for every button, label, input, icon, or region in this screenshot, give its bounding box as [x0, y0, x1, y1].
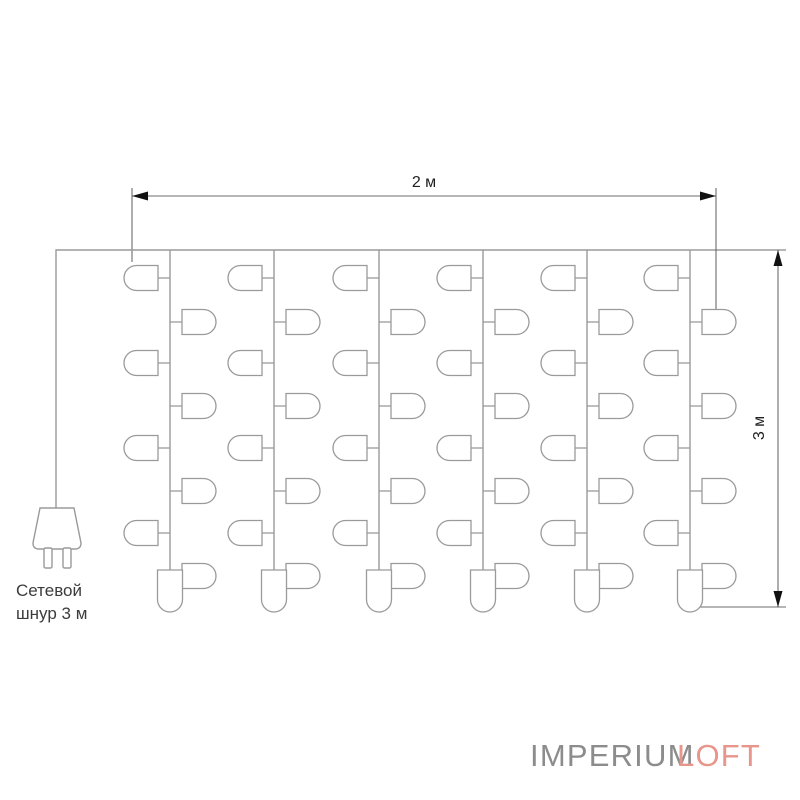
lamp-bulb-icon	[285, 477, 321, 505]
lamp-bulb-icon	[598, 308, 634, 336]
lamp-bulb-icon-bottom	[156, 569, 184, 613]
cord-label-line-1: Сетевой	[16, 581, 82, 600]
main-wire-group	[55, 249, 690, 540]
lamp-bulb-icon-bottom	[676, 569, 704, 613]
dimension-arrow-icon-bottom	[773, 591, 783, 607]
lamp-bulb-icon	[436, 349, 472, 377]
lamp-bulb-icon	[332, 264, 368, 292]
lamp-bulb-icon	[540, 434, 576, 462]
lamp-bulb-icon	[181, 392, 217, 420]
lamp-bulb-icon	[332, 434, 368, 462]
lamp-bulb-icon-bottom	[573, 569, 601, 613]
lamp-bulb-icon	[227, 264, 263, 292]
lamp-bulb-icon	[643, 434, 679, 462]
lamp-bulb-icon	[390, 562, 426, 590]
lamp-bulb-icon	[181, 308, 217, 336]
brand-logo: IMPERIUM LOFT	[530, 738, 761, 773]
dimension-arrow-icon-top	[773, 250, 783, 266]
lamp-bulb-icon	[285, 308, 321, 336]
logo-text-imperium: IMPERIUM	[530, 738, 695, 773]
lamp-bulb-icon	[598, 562, 634, 590]
lamp-bulb-icon	[643, 264, 679, 292]
light-strand	[332, 250, 426, 613]
lamp-bulb-icon	[598, 392, 634, 420]
lamp-bulb-icon	[643, 349, 679, 377]
lamp-bulb-icon-bottom	[469, 569, 497, 613]
lamp-bulb-icon	[701, 477, 737, 505]
lamp-bulb-icon-bottom	[260, 569, 288, 613]
lamp-bulb-icon	[598, 477, 634, 505]
lamp-bulb-icon	[123, 264, 159, 292]
lamp-bulb-icon	[181, 477, 217, 505]
light-strand	[436, 250, 530, 613]
lamp-bulb-icon	[494, 392, 530, 420]
lamp-bulb-icon	[540, 519, 576, 547]
cord-label-line-2: шнур 3 м	[16, 604, 87, 623]
light-strand	[540, 250, 634, 613]
plug-body	[32, 507, 82, 550]
lamp-bulb-icon	[390, 308, 426, 336]
lamp-bulb-icon	[436, 519, 472, 547]
lamp-bulb-icon	[285, 562, 321, 590]
lamp-bulb-icon	[123, 434, 159, 462]
width-dimension-group: 2 м	[131, 174, 717, 320]
lamp-bulb-icon	[285, 392, 321, 420]
light-strand	[123, 250, 217, 613]
lamp-bulb-icon	[540, 264, 576, 292]
light-strand	[227, 250, 321, 613]
plug-pin-right	[62, 547, 72, 569]
plug-pin-left	[43, 547, 53, 569]
main-supply-wire	[55, 249, 690, 540]
lamp-bulb-icon	[332, 519, 368, 547]
lamp-bulb-icon	[701, 392, 737, 420]
width-dimension-label: 2 м	[412, 174, 436, 191]
lamp-bulb-icon	[436, 264, 472, 292]
lamp-bulb-icon	[540, 349, 576, 377]
lamp-bulb-icon	[227, 349, 263, 377]
lamp-bulb-icon	[123, 519, 159, 547]
lamp-bulb-icon	[390, 477, 426, 505]
cord-label-group: Сетевой шнур 3 м	[16, 581, 87, 623]
lamp-bulb-icon	[701, 562, 737, 590]
lamp-bulb-icon	[494, 308, 530, 336]
light-strand	[643, 250, 737, 613]
lamp-bulb-icon	[643, 519, 679, 547]
lamp-bulb-icon	[227, 519, 263, 547]
lamp-bulb-icon	[494, 562, 530, 590]
lamp-bulb-icon	[227, 434, 263, 462]
lamp-bulb-icon	[123, 349, 159, 377]
dimension-arrow-icon-left	[132, 191, 148, 201]
lamp-bulb-icon-bottom	[365, 569, 393, 613]
lamp-bulb-icon	[181, 562, 217, 590]
power-plug-icon	[32, 507, 82, 569]
lamp-bulb-icon	[701, 308, 737, 336]
logo-text-loft: LOFT	[677, 738, 761, 773]
lamp-bulb-icon	[494, 477, 530, 505]
height-dimension-label: 3 м	[751, 416, 768, 440]
lamp-bulb-icon	[436, 434, 472, 462]
dimension-arrow-icon-right	[700, 191, 716, 201]
height-dimension-group: 3 м	[690, 249, 786, 608]
strand-collection	[123, 250, 737, 613]
lamp-bulb-icon	[390, 392, 426, 420]
lamp-bulb-icon	[332, 349, 368, 377]
